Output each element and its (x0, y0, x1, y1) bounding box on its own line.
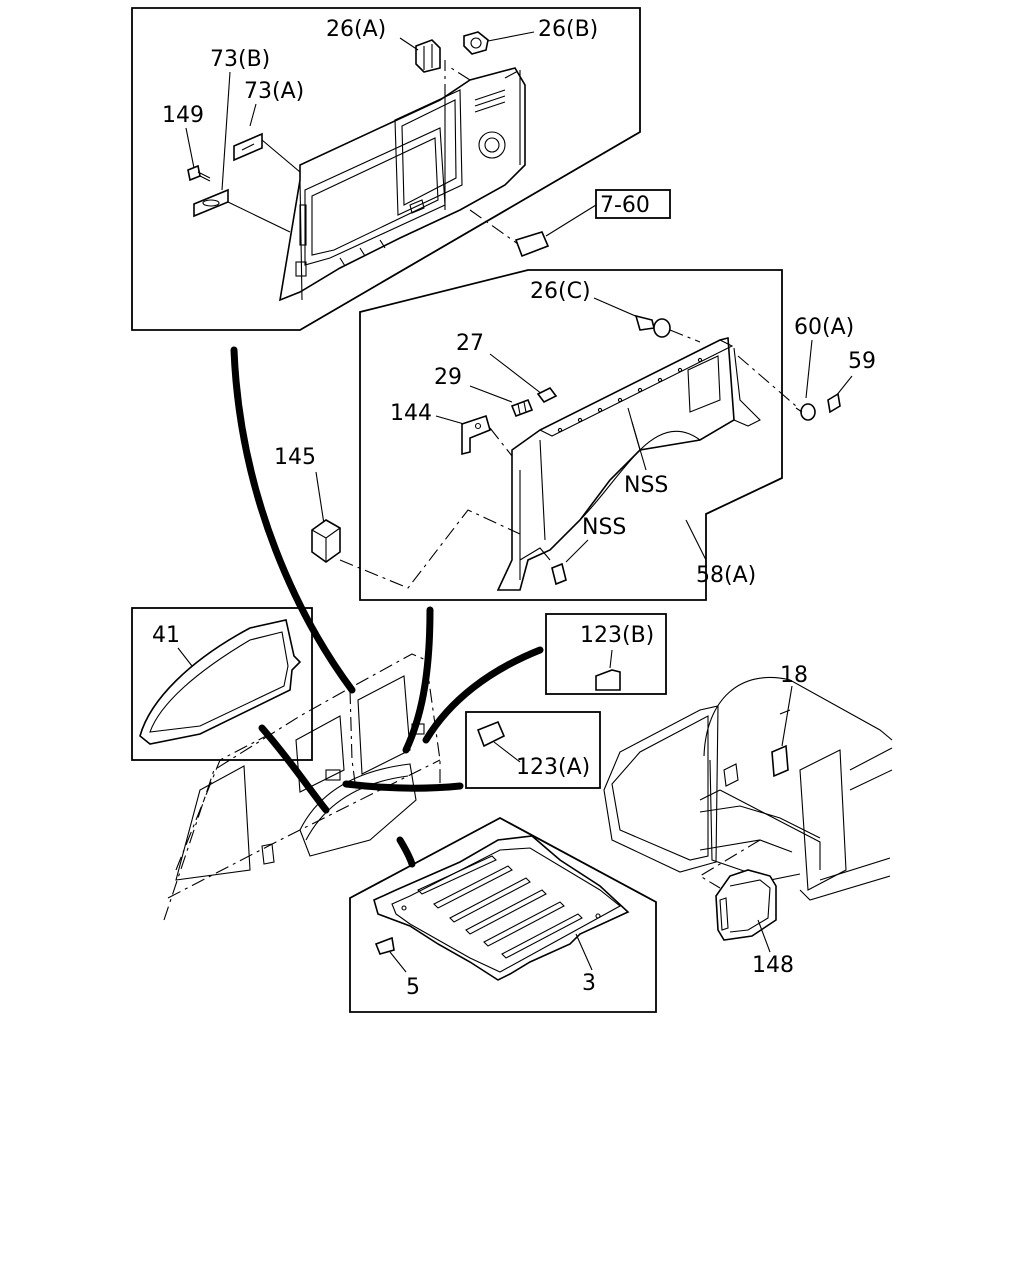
part-59-cap (827, 392, 841, 414)
callout-123b: 123(B) (580, 623, 654, 648)
callout-58a: 58(A) (696, 563, 756, 588)
part-26c-pushpin (634, 314, 671, 338)
part-26b-grommet (463, 31, 489, 55)
leader-arc-123a (342, 780, 464, 792)
callout-148: 148 (752, 953, 794, 978)
lower-trim-box (359, 269, 783, 601)
callout-149: 149 (162, 103, 204, 128)
part-148-cover (715, 869, 777, 941)
part-nss-clip (551, 562, 567, 586)
vehicle-rear-view (603, 676, 893, 901)
callout-60a: 60(A) (794, 315, 854, 340)
callout-41: 41 (152, 623, 180, 648)
floor-mat-box (349, 816, 657, 1013)
leader-arc-lower-trim (402, 606, 434, 754)
callout-26c: 26(C) (530, 279, 591, 304)
part-73b-plate (193, 188, 229, 218)
part-145-block (311, 519, 341, 563)
part-123b-box (545, 613, 667, 695)
callout-73b: 73(B) (210, 47, 270, 72)
reference-7-60-box (595, 189, 671, 219)
callout-73a: 73(A) (244, 79, 304, 104)
callout-26a: 26(A) (326, 17, 386, 42)
part-27-clip (536, 386, 558, 404)
leader-arc-floor-mat (396, 836, 416, 868)
callout-59: 59 (848, 349, 876, 374)
part-123b-pad (595, 669, 621, 691)
leader-arc-123b (422, 646, 544, 744)
callout-145: 145 (274, 445, 316, 470)
part-7-60-cover (514, 231, 550, 258)
leader-arc-upper-panel (230, 346, 356, 694)
reference-7-60: 7-60 (600, 193, 650, 218)
callout-27: 27 (456, 331, 484, 356)
part-3-floor-mat (373, 835, 630, 981)
part-73a-bracket (233, 132, 263, 162)
callout-123a: 123(A) (516, 755, 590, 780)
callout-144: 144 (390, 401, 432, 426)
part-144-bracket (461, 414, 491, 456)
leader-arc-41 (258, 724, 330, 814)
callout-26b: 26(B) (538, 17, 598, 42)
upper-panel-box (131, 7, 641, 331)
part-58a-quarter-trim (496, 336, 761, 591)
callout-29: 29 (434, 365, 462, 390)
callout-nss-2: NSS (582, 515, 626, 540)
part-123a-pad (476, 720, 506, 748)
part-18-pad (771, 744, 789, 778)
callout-18: 18 (780, 663, 808, 688)
callout-3: 3 (582, 971, 596, 996)
callout-5: 5 (406, 975, 420, 1000)
part-60a-screw (795, 403, 816, 421)
callout-nss-1: NSS (624, 473, 668, 498)
part-5-tab (374, 936, 395, 955)
upper-side-trim-panel (278, 67, 526, 302)
part-26a-clip (415, 39, 441, 73)
wheelhouse-box (131, 607, 313, 761)
part-149-screw (187, 164, 211, 182)
part-29-fastener (510, 398, 534, 418)
part-123a-box (465, 711, 601, 789)
part-41-wheelhouse-trim (139, 619, 302, 745)
